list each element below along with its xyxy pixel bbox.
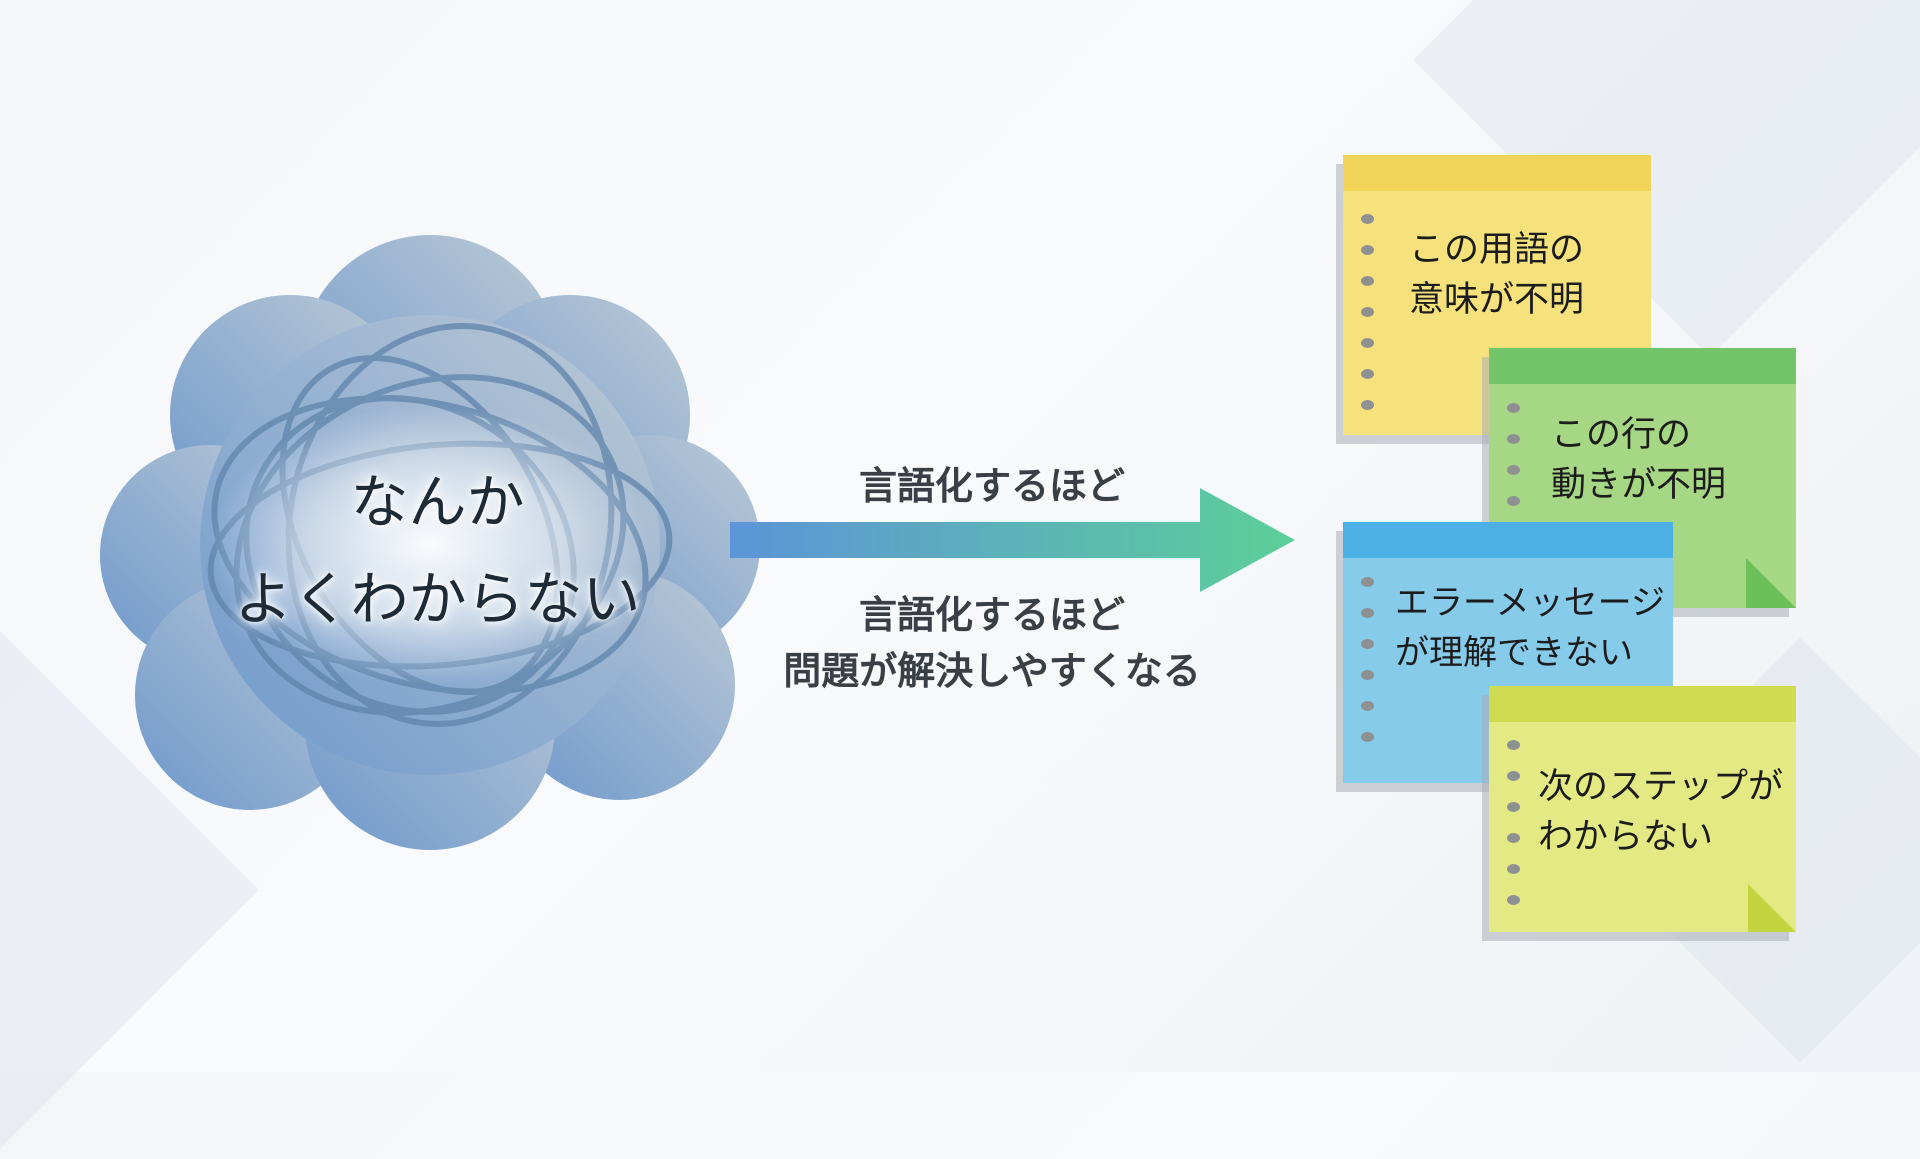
sticky-note-next-step: 次のステップがわからない (1489, 686, 1796, 932)
note-text-line1: 次のステップが (1538, 767, 1784, 807)
note-curl (1748, 884, 1796, 932)
cloud-text-line1: なんか (350, 468, 525, 536)
note-text-line2: 動きが不明 (1551, 465, 1727, 505)
note-text-line2: 意味が不明 (1409, 280, 1585, 320)
note-text-line2: わからない (1538, 817, 1714, 857)
confusion-cloud (100, 235, 760, 850)
note-header (1343, 522, 1673, 558)
note-text-line1: エラーメッセージ (1395, 583, 1665, 623)
note-text-line1: この行の (1551, 415, 1692, 455)
note-header (1489, 348, 1796, 384)
cloud-text-line2: よくわからない (234, 565, 641, 633)
note-binding-dots (1507, 403, 1520, 527)
note-text-line2: が理解できない (1395, 633, 1633, 673)
arrow-bottom-label-line1: 言語化するほど (858, 593, 1125, 637)
note-binding-dots (1361, 577, 1374, 763)
arrow-right (730, 488, 1295, 592)
note-header (1489, 686, 1796, 722)
note-text-line1: この用語の (1409, 230, 1585, 270)
note-binding-dots (1507, 740, 1520, 926)
note-curl (1746, 558, 1796, 608)
arrow-bottom-label-line2: 問題が解決しやすくなる (783, 649, 1201, 693)
arrow-top-label: 言語化するほど (858, 464, 1125, 508)
note-header (1343, 155, 1651, 191)
note-binding-dots (1361, 214, 1374, 431)
